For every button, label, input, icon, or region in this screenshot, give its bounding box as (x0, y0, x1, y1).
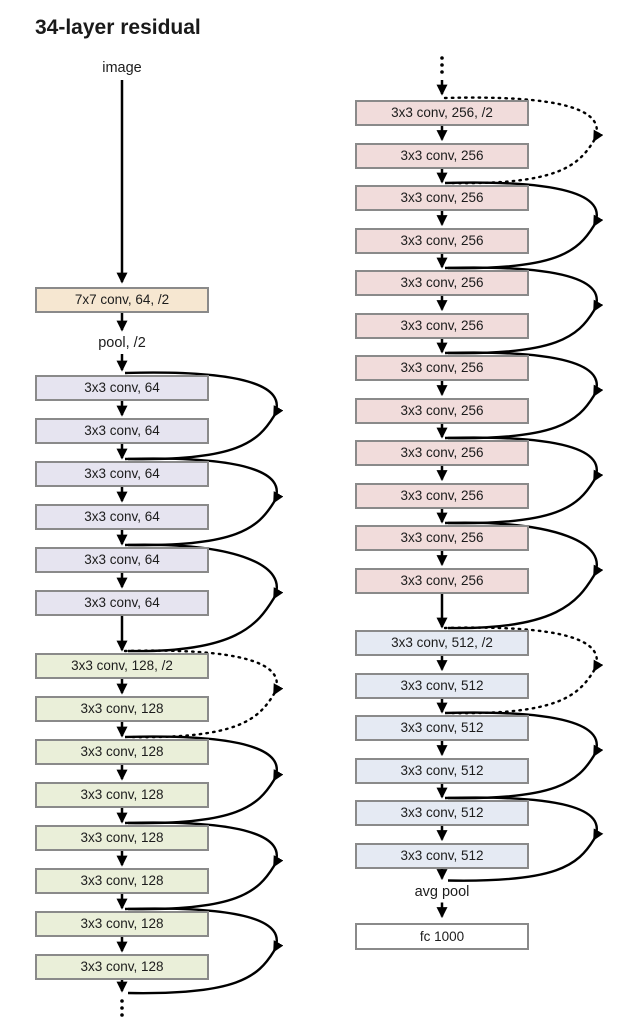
input-image-label: image (102, 60, 142, 76)
layer-box: 3x3 conv, 512 (355, 757, 529, 784)
wires-group (116, 56, 604, 1017)
layer-box: 3x3 conv, 512, /2 (355, 630, 529, 656)
ellipsis-dots (440, 70, 444, 74)
layer-box: 3x3 conv, 128 (35, 868, 209, 894)
layer-box: 3x3 conv, 64 (35, 547, 209, 573)
layer-box: 3x3 conv, 64 (35, 418, 209, 444)
layer-box: 7x7 conv, 64, /2 (35, 287, 209, 313)
layer-box: 3x3 conv, 64 (35, 504, 209, 530)
layer-box: 3x3 conv, 128 (35, 825, 209, 851)
skip-connection-solid (444, 351, 604, 440)
skip-connection-solid (124, 371, 284, 461)
skip-connection-solid (124, 543, 284, 653)
layer-box: 3x3 conv, 128 (35, 696, 209, 722)
layer-box: 3x3 conv, 128 (35, 911, 209, 937)
pool-label: pool, /2 (98, 335, 146, 351)
layer-box: 3x3 conv, 128 (35, 782, 209, 808)
layer-box: 3x3 conv, 512 (355, 842, 529, 869)
skip-connection-solid (444, 266, 604, 355)
skip-connection-solid (444, 181, 604, 270)
page-title: 34-layer residual (35, 16, 201, 39)
layer-box: 3x3 conv, 128, /2 (35, 653, 209, 679)
layer-box: 3x3 conv, 256 (355, 482, 529, 509)
skip-connection-solid (124, 821, 284, 911)
ellipsis-dots (120, 999, 124, 1003)
layer-box: 3x3 conv, 128 (35, 739, 209, 765)
skip-connection-solid (444, 711, 604, 800)
ellipsis-dots (120, 1006, 124, 1010)
layer-box: 3x3 conv, 256, /2 (355, 100, 529, 126)
skip-connection-dashed (443, 96, 604, 185)
avg-pool-label: avg pool (414, 883, 470, 900)
layer-box: 3x3 conv, 256 (355, 185, 529, 211)
skip-connection-dashed (123, 649, 284, 739)
ellipsis-dots (440, 63, 444, 67)
layer-box: 3x3 conv, 256 (355, 397, 529, 424)
layer-box: 3x3 conv, 256 (355, 312, 529, 339)
skip-connection-solid (124, 735, 284, 825)
layer-box: 3x3 conv, 256 (355, 355, 529, 381)
ellipsis-dots (440, 56, 444, 60)
layer-box: 3x3 conv, 256 (355, 567, 529, 594)
skip-connection-solid (124, 907, 284, 995)
skip-connection-solid (444, 796, 604, 882)
layer-box: 3x3 conv, 256 (355, 270, 529, 296)
layer-box: fc 1000 (355, 922, 529, 950)
ellipsis-dots (120, 1013, 124, 1017)
layer-box: 3x3 conv, 128 (35, 954, 209, 980)
skip-connection-solid (124, 457, 284, 547)
layer-box: 3x3 conv, 64 (35, 461, 209, 487)
skip-connection-solid (444, 436, 604, 525)
layer-box: 3x3 conv, 512 (355, 715, 529, 741)
layer-box: 3x3 conv, 256 (355, 142, 529, 169)
layer-box: 3x3 conv, 512 (355, 800, 529, 826)
layer-box: 3x3 conv, 256 (355, 227, 529, 254)
skip-connection-dashed (443, 626, 604, 715)
layer-box: 3x3 conv, 64 (35, 590, 209, 616)
layer-box: 3x3 conv, 512 (355, 672, 529, 699)
layer-box: 3x3 conv, 256 (355, 440, 529, 466)
skip-connection-solid (444, 521, 604, 630)
layer-box: 3x3 conv, 64 (35, 375, 209, 401)
layer-box: 3x3 conv, 256 (355, 525, 529, 551)
